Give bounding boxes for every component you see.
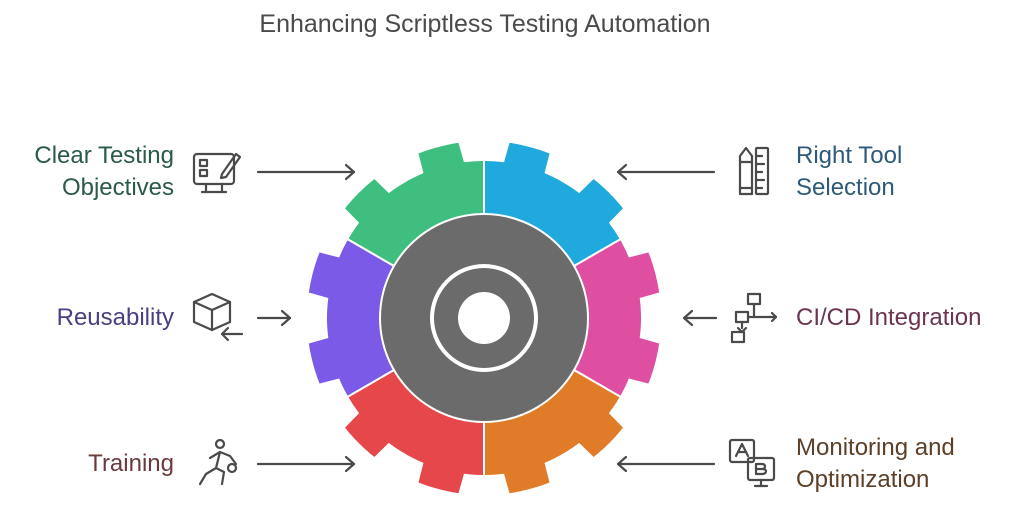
arrow-monitoring-optimization [616,455,716,473]
dashboard-edit-icon [192,152,242,194]
page-title: Enhancing Scriptless Testing Automation [259,10,711,38]
arrow-cicd-integration [682,309,718,327]
label-right-tool-selection: Right Tool Selection [796,142,903,201]
gear-segment-cube-arrow [306,237,396,399]
ab-test-icon [728,438,776,488]
label-monitoring-optimization: Monitoring and Optimization [796,434,955,493]
gear-segments [306,140,662,496]
arrow-reusability [256,309,292,327]
arrow-clear-testing-objectives [256,163,356,181]
gear-inner-outline [430,264,538,372]
running-person-icon [198,438,238,486]
label-training: Training [88,450,174,477]
flowchart-icon [730,292,778,344]
arrow-right-tool-selection [616,163,716,181]
ruler-pencil-icon [738,146,770,196]
label-clear-testing-objectives: Clear Testing Objectives [34,142,174,201]
gear-hub-hole [458,292,510,344]
arrow-training [256,455,356,473]
gear-segment-flowchart [572,237,662,399]
label-reusability: Reusability [56,304,174,331]
label-cicd-integration: CI/CD Integration [796,304,982,331]
cube-arrow-icon [192,292,244,342]
